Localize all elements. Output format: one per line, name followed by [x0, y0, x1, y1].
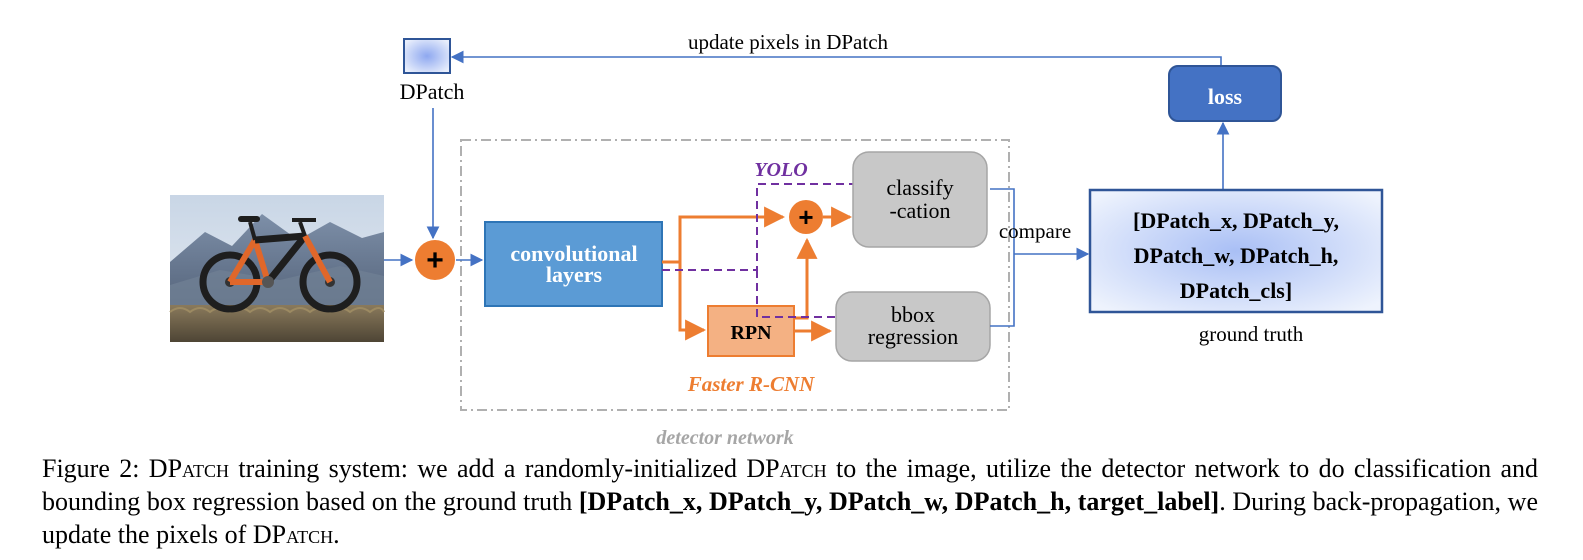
figure-caption: Figure 2: DPatch training system: we add…: [42, 452, 1538, 551]
dpatch-diagram: detector network DPatch update pixels in…: [169, 30, 1384, 449]
rpn-label: RPN: [730, 322, 772, 344]
conv-to-rpn-arrow: [678, 262, 707, 341]
feedback-arrow: [450, 50, 1222, 66]
feature-plus-icon: [789, 200, 823, 234]
yolo-path-classify: [662, 183, 853, 271]
caption-part-1: Figure 2: D: [42, 454, 168, 483]
detector-network-region: [460, 139, 1010, 411]
yolo-label: YOLO: [754, 159, 807, 181]
bbox-label-line-1: bbox: [891, 302, 935, 327]
loss-label: loss: [1208, 84, 1243, 109]
yolo-path-bbox: [756, 270, 836, 318]
caption-part-3: to the image, utilize the detector netwo…: [42, 454, 1538, 516]
caption-part-4-smallcaps: Patch: [271, 520, 334, 549]
caption-part-2-smallcaps: Patch: [765, 454, 827, 483]
caption-part-2: training system: we add a randomly-initi…: [229, 454, 766, 483]
compare-bracket: [990, 188, 1015, 327]
caption-part-4: . During back-propagation, we update the…: [42, 487, 1538, 549]
detector-network-label: detector network: [656, 427, 793, 449]
dpatch-square: [403, 38, 451, 74]
input-plus-symbol: +: [426, 244, 444, 277]
bike-image: [169, 195, 385, 342]
classification-box: [852, 151, 988, 248]
compare-label: compare: [999, 219, 1071, 243]
classify-label-line-2: -cation: [889, 198, 950, 223]
conv-label-line-2: layers: [546, 262, 603, 287]
caption-bold-ground-truth: [DPatch_x, DPatch_y, DPatch_w, DPatch_h,…: [578, 487, 1220, 516]
gt-line-2: DPatch_w, DPatch_h,: [1134, 243, 1339, 268]
ground-truth-label: ground truth: [1199, 322, 1304, 346]
conv-layers-box: [484, 221, 663, 307]
feature-plus-symbol: +: [798, 202, 813, 232]
faster-rcnn-label: Faster R-CNN: [687, 372, 815, 396]
ground-truth-box: [1088, 188, 1384, 314]
gt-line-3: DPatch_cls]: [1180, 278, 1292, 303]
conv-label-line-1: convolutional: [510, 241, 637, 266]
input-plus-icon: [415, 240, 455, 280]
conv-to-plus-arrow: [662, 206, 786, 264]
bbox-label-line-2: regression: [868, 324, 958, 349]
caption-part-5: .: [333, 520, 340, 549]
loss-box: [1168, 65, 1282, 122]
dpatch-label: DPatch: [400, 79, 465, 104]
rpn-box: [707, 305, 795, 357]
caption-part-1-smallcaps: Patch: [167, 454, 230, 483]
classify-label-line-1: classify: [886, 175, 953, 200]
rpn-to-plus-arrow: [794, 237, 818, 320]
feedback-label: update pixels in DPatch: [688, 30, 889, 54]
gt-line-1: [DPatch_x, DPatch_y,: [1133, 208, 1339, 233]
caption-paragraph: Figure 2: DPatch training system: we add…: [42, 452, 1538, 551]
